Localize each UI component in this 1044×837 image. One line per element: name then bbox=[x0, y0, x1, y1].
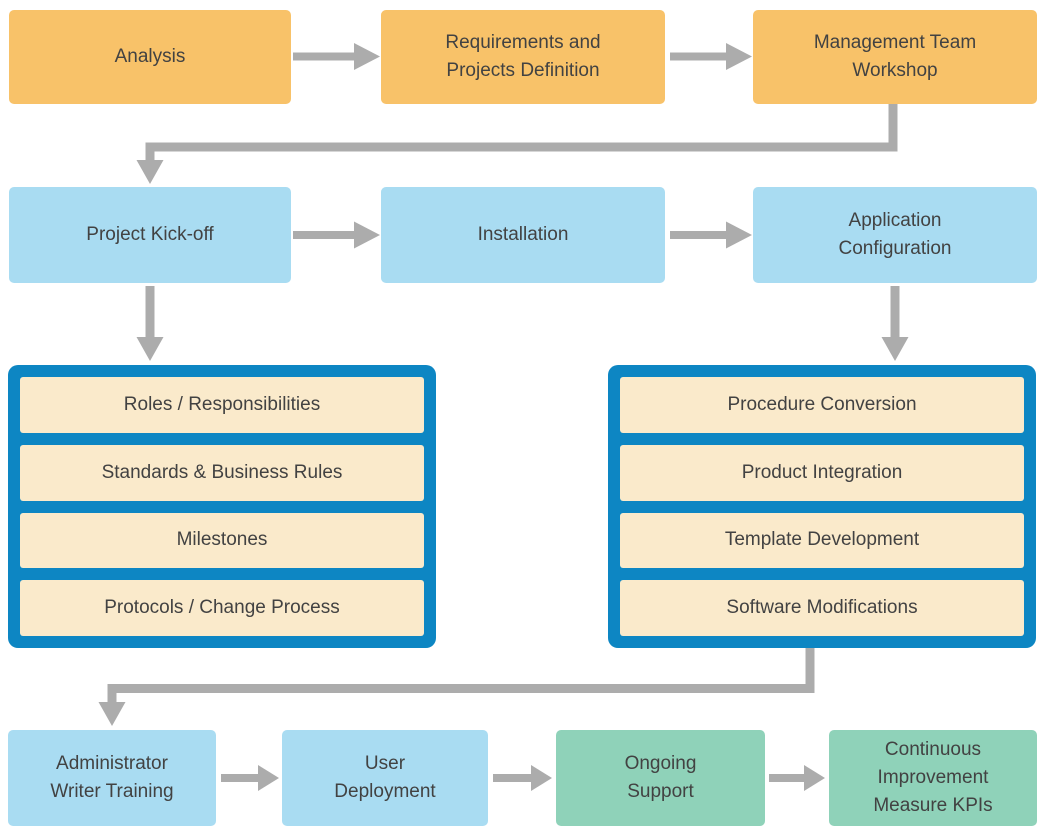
group-item-template-development: Template Development bbox=[620, 512, 1024, 569]
arrow-requirements-to-workshop bbox=[670, 43, 752, 70]
node-analysis: Analysis bbox=[9, 10, 291, 104]
node-continuous-improvement-label: Continuous Improvement Measure KPIs bbox=[873, 739, 993, 816]
arrow-deployment-to-support bbox=[493, 765, 552, 791]
node-application-configuration-label: Application Configuration bbox=[838, 210, 952, 259]
node-application-configuration: Application Configuration bbox=[753, 187, 1037, 283]
node-installation: Installation bbox=[381, 187, 665, 283]
node-installation-label: Installation bbox=[477, 224, 569, 245]
node-analysis-label: Analysis bbox=[114, 46, 186, 67]
group-item-label: Milestones bbox=[176, 529, 268, 551]
node-administrator-writer-training-label: Administrator Writer Training bbox=[50, 753, 174, 802]
group-item-label: Procedure Conversion bbox=[727, 393, 917, 415]
arrow-group-to-training bbox=[98, 648, 815, 726]
node-ongoing-support-label: Ongoing Support bbox=[624, 753, 697, 802]
arrow-kickoff-to-group bbox=[136, 286, 164, 361]
group-item-label: Product Integration bbox=[741, 461, 903, 483]
kickoff-detail-group: Roles / Responsibilities Standards & Bus… bbox=[8, 365, 436, 648]
node-user-deployment: User Deployment bbox=[282, 730, 488, 826]
node-administrator-writer-training: Administrator Writer Training bbox=[8, 730, 216, 826]
arrow-workshop-to-kickoff bbox=[136, 104, 898, 184]
group-item-roles-responsibilities: Roles / Responsibilities bbox=[20, 377, 424, 433]
arrow-analysis-to-requirements bbox=[293, 43, 380, 70]
node-continuous-improvement: Continuous Improvement Measure KPIs bbox=[829, 730, 1037, 826]
group-item-software-modifications: Software Modifications bbox=[620, 580, 1024, 636]
node-requirements-definition: Requirements and Projects Definition bbox=[381, 10, 665, 104]
arrow-installation-to-configuration bbox=[670, 221, 752, 249]
arrow-kickoff-to-installation bbox=[293, 221, 380, 249]
group-item-protocols-change-process: Protocols / Change Process bbox=[20, 580, 424, 636]
node-project-kickoff-label: Project Kick-off bbox=[86, 224, 214, 245]
group-item-product-integration: Product Integration bbox=[620, 444, 1024, 501]
configuration-detail-group: Procedure Conversion Product Integration… bbox=[608, 365, 1036, 648]
node-user-deployment-label: User Deployment bbox=[334, 753, 436, 802]
group-item-label: Roles / Responsibilities bbox=[123, 393, 321, 415]
node-requirements-definition-label: Requirements and Projects Definition bbox=[445, 32, 601, 81]
group-item-standards-business-rules: Standards & Business Rules bbox=[20, 444, 424, 501]
arrow-support-to-improvement bbox=[769, 765, 825, 791]
node-ongoing-support: Ongoing Support bbox=[556, 730, 765, 826]
group-item-label: Template Development bbox=[724, 529, 920, 551]
arrow-configuration-to-group bbox=[881, 286, 909, 361]
arrow-training-to-deployment bbox=[221, 765, 279, 791]
node-management-workshop: Management Team Workshop bbox=[753, 10, 1037, 104]
group-item-milestones: Milestones bbox=[20, 512, 424, 569]
group-item-procedure-conversion: Procedure Conversion bbox=[620, 377, 1024, 433]
group-item-label: Standards & Business Rules bbox=[101, 461, 343, 483]
node-management-workshop-label: Management Team Workshop bbox=[813, 32, 977, 81]
node-project-kickoff: Project Kick-off bbox=[9, 187, 291, 283]
group-item-label: Software Modifications bbox=[726, 597, 918, 619]
group-item-label: Protocols / Change Process bbox=[104, 597, 340, 619]
